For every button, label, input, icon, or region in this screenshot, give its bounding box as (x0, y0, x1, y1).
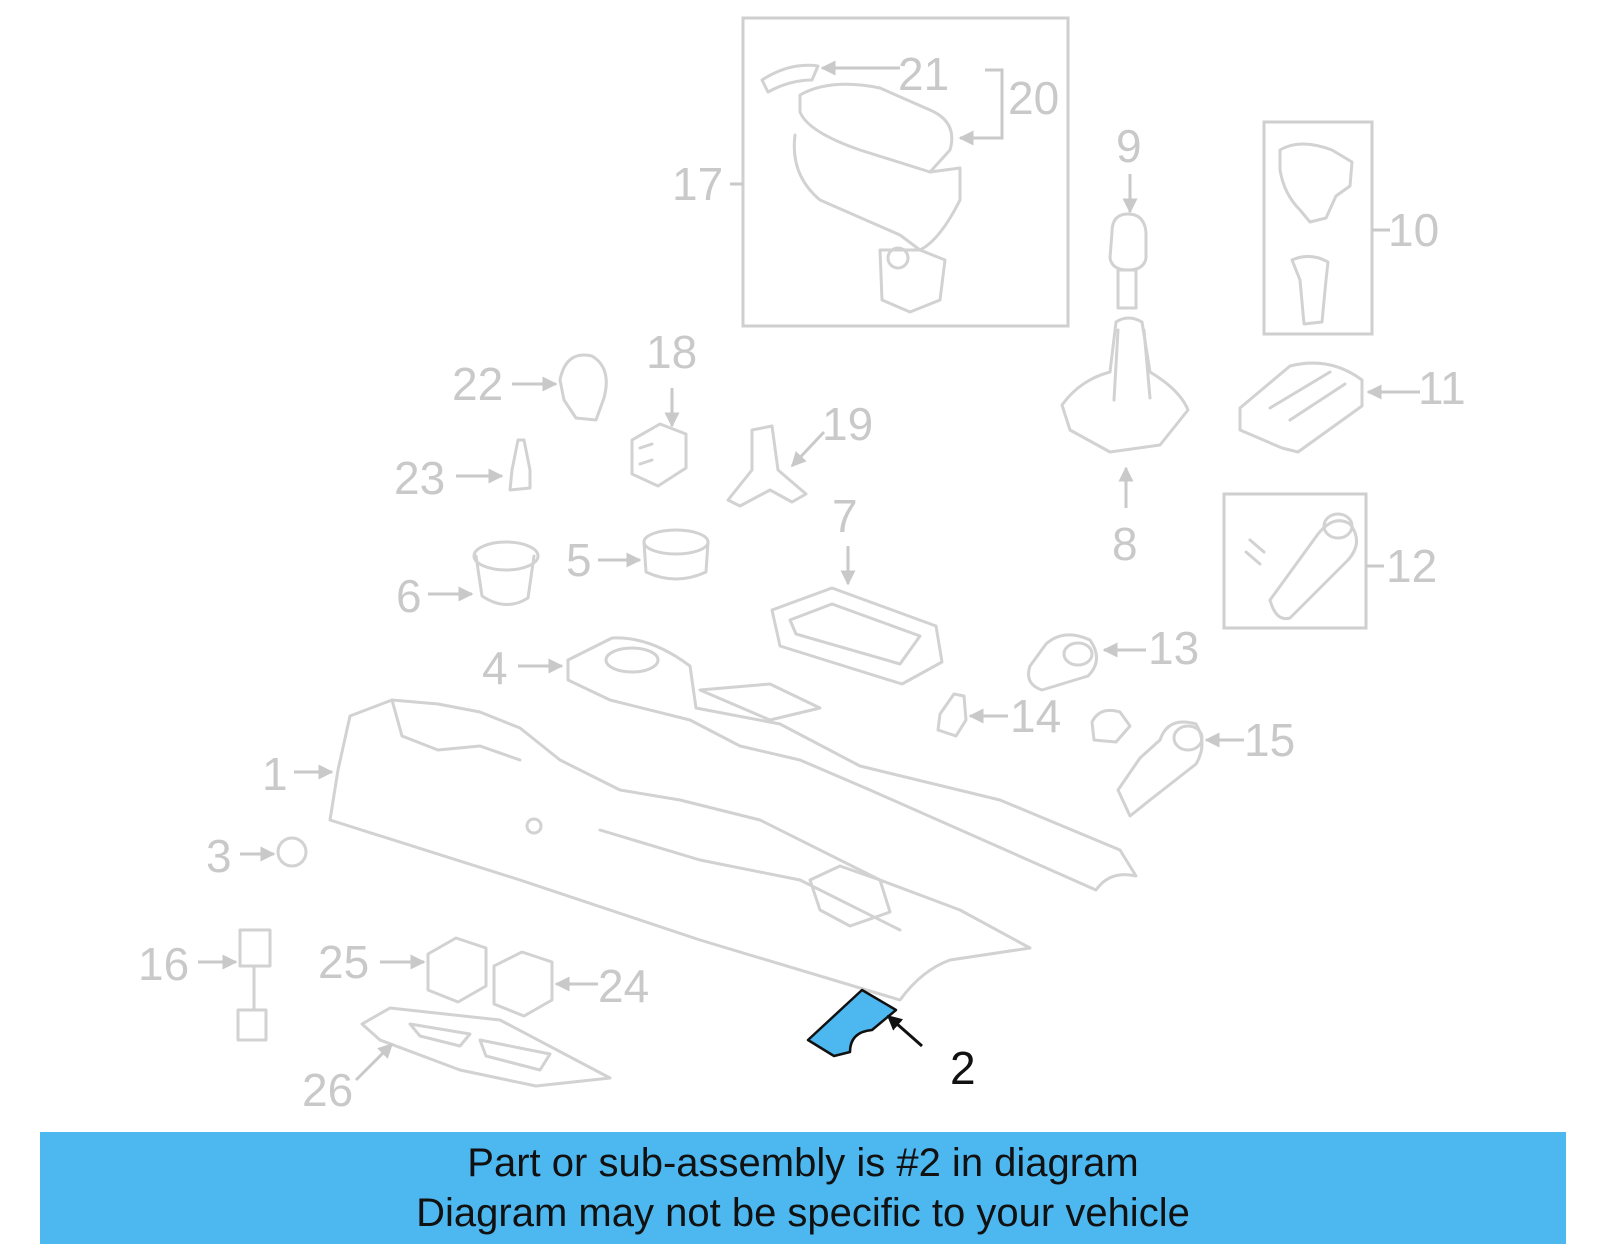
callout-10: 10 (1388, 204, 1439, 256)
part-16-connector (236, 928, 272, 1042)
callout-8: 8 (1112, 518, 1138, 570)
part-9-shift-knob (1108, 212, 1148, 310)
callout-22: 22 (452, 358, 503, 410)
callout-26: 26 (302, 1064, 353, 1116)
banner-line-disclaimer: Diagram may not be specific to your vehi… (416, 1191, 1190, 1235)
part-18-switch (630, 422, 688, 488)
part-1-console-body (328, 698, 1032, 1002)
callout-4: 4 (482, 642, 508, 694)
callout-5: 5 (566, 534, 592, 586)
callout-2-highlighted: 2 (950, 1042, 976, 1094)
part-26-switch-panel (360, 1006, 612, 1088)
part-3-clip (276, 836, 308, 868)
part-11-trim-plate (1238, 361, 1364, 454)
callout-13: 13 (1148, 622, 1199, 674)
shift-handle-group-frame (1262, 120, 1374, 336)
part-8-shift-boot (1060, 316, 1190, 454)
part-21-lid-insert (760, 63, 820, 94)
callout-18: 18 (646, 326, 697, 378)
callout-25: 25 (318, 936, 369, 988)
callout-15: 15 (1244, 714, 1295, 766)
part-15-lighter-assembly (1090, 708, 1204, 818)
part-23-plug (508, 438, 532, 492)
part-17-armrest (792, 82, 962, 314)
callout-9: 9 (1116, 120, 1142, 172)
banner-line-part: Part or sub-assembly is #2 in diagram (467, 1141, 1139, 1185)
callout-7: 7 (832, 490, 858, 542)
part-13-socket-housing (1027, 633, 1098, 692)
part-10-gear-handle (1278, 142, 1354, 326)
part-5-cup-insert (642, 528, 710, 581)
leader-lines (198, 60, 1420, 1082)
part-24-switch (492, 950, 554, 1018)
callout-23: 23 (394, 452, 445, 504)
callout-19: 19 (822, 398, 873, 450)
callout-24: 24 (598, 960, 649, 1012)
callout-6: 6 (396, 570, 422, 622)
callout-1: 1 (262, 748, 288, 800)
part-14-bulb (936, 692, 968, 738)
part-22-cap (558, 353, 608, 422)
info-banner: Part or sub-assembly is #2 in diagram Di… (40, 1132, 1566, 1244)
armrest-group-frame (741, 16, 1070, 328)
callout-labels: 21 20 17 9 10 11 12 8 22 18 19 23 6 5 7 … (138, 48, 1466, 1116)
part-4-console-bezel (566, 636, 1138, 892)
part-6-cup-holder (472, 540, 540, 606)
callout-12: 12 (1386, 540, 1437, 592)
callout-3: 3 (206, 830, 232, 882)
part-25-switch (426, 936, 488, 1004)
part-2-bracket-highlighted[interactable] (806, 988, 898, 1058)
callout-16: 16 (138, 938, 189, 990)
callout-20: 20 (1008, 72, 1059, 124)
callout-14: 14 (1010, 690, 1061, 742)
callout-11: 11 (1418, 362, 1466, 414)
part-12-power-socket (1244, 512, 1358, 621)
callout-17: 17 (672, 158, 723, 210)
callout-21: 21 (898, 48, 949, 100)
socket-group-frame (1222, 492, 1368, 630)
part-19-bracket (726, 424, 808, 508)
part-7-storage-tray (770, 586, 944, 686)
